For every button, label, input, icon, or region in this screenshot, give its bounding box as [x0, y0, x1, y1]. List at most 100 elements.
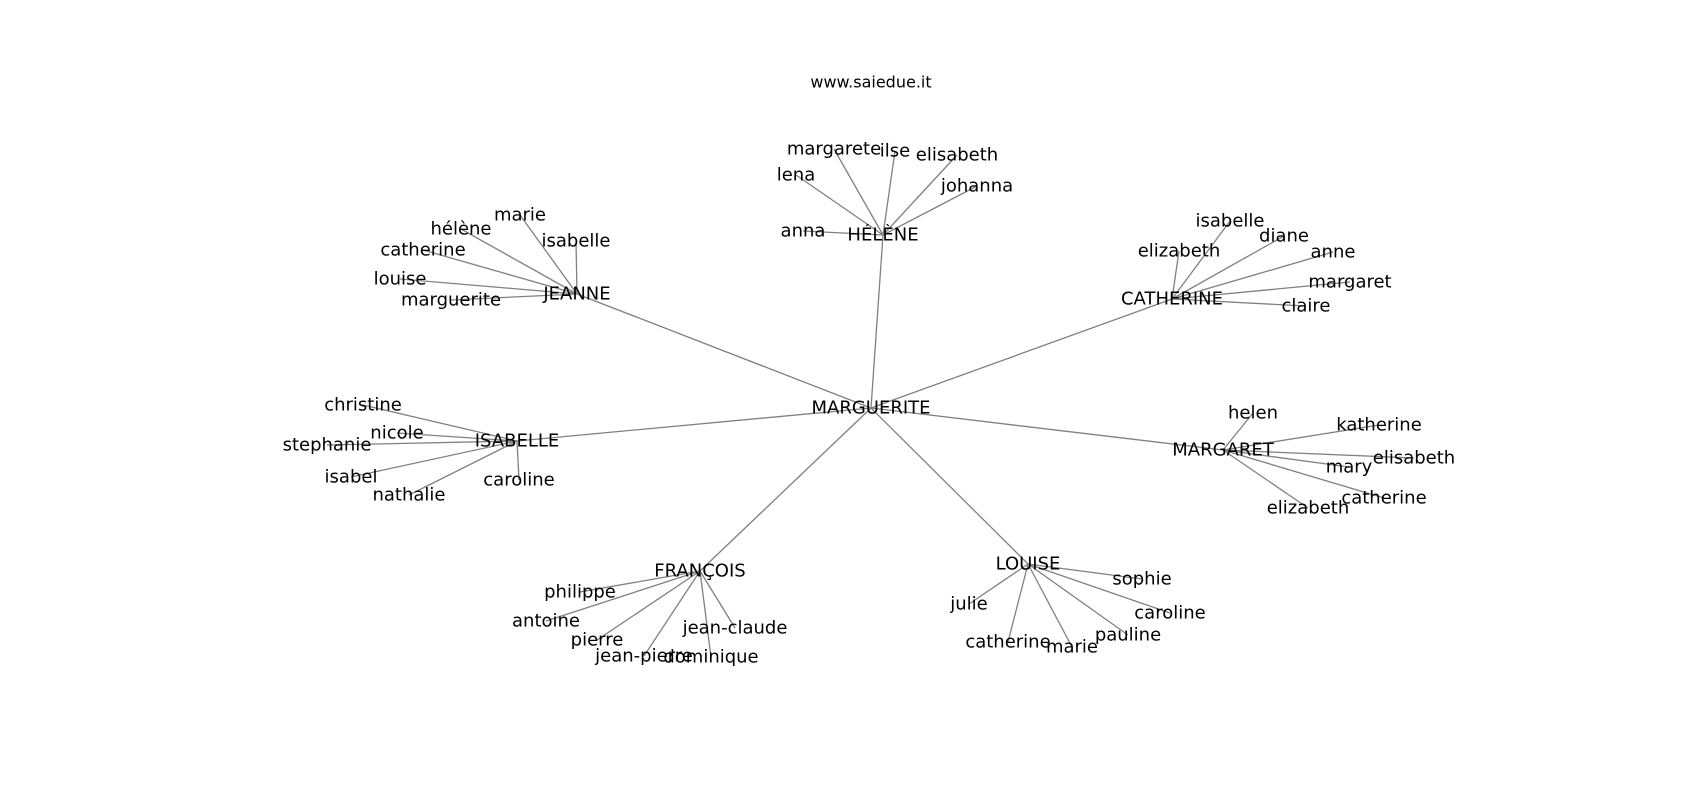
leaf-node-louise-marie: marie	[1046, 637, 1098, 658]
leaf-node-jeanne-marie: marie	[494, 205, 546, 226]
edge-jeanne-catherine	[422, 249, 578, 295]
edge-helene-margarete	[833, 148, 884, 236]
leaf-node-francois-dominique: dominique	[663, 647, 758, 668]
hub-node-margaret: MARGARET	[1172, 440, 1274, 461]
edge-root-louise	[870, 407, 1029, 565]
edge-jeanne-louise	[399, 278, 578, 295]
leaf-node-francois-antoine: antoine	[512, 611, 580, 632]
edge-root-margaret	[870, 407, 1224, 451]
site-label: www.saiedue.it	[810, 73, 931, 92]
leaf-node-isabelle-stephanie: stephanie	[283, 435, 372, 456]
edge-louise-sophie	[1027, 563, 1143, 580]
edge-isabelle-isabel	[350, 440, 518, 478]
leaf-node-catherine-anne: anne	[1311, 242, 1356, 263]
hub-node-jeanne: JEANNE	[542, 284, 610, 305]
leaf-node-isabelle-caroline: caroline	[483, 470, 554, 491]
edge-helene-ilse	[882, 150, 896, 236]
hub-node-louise: LOUISE	[996, 554, 1061, 575]
edge-francois-jean-pierre	[643, 570, 701, 657]
edge-louise-pauline	[1027, 563, 1129, 636]
leaf-node-louise-sophie: sophie	[1112, 569, 1171, 590]
edge-root-francois	[699, 407, 872, 572]
leaf-node-helene-lena: lena	[777, 165, 816, 186]
leaf-node-francois-jean-claude: jean-claude	[682, 618, 788, 639]
edge-jeanne-marguerite	[450, 293, 578, 301]
edge-margaret-mary	[1222, 449, 1350, 468]
leaf-node-isabelle-nathalie: nathalie	[372, 485, 445, 506]
leaf-node-francois-jean-pierre: jean-pierre	[594, 646, 693, 667]
edge-margaret-elisabeth	[1222, 449, 1415, 459]
edge-catherine-anne	[1171, 251, 1334, 300]
edge-jeanne-helene	[460, 228, 578, 295]
edge-isabelle-christine	[362, 404, 518, 442]
edge-helene-elisabeth	[882, 154, 958, 236]
leaf-node-jeanne-helene: hélène	[430, 219, 491, 240]
edge-isabelle-stephanie	[326, 440, 518, 446]
edge-margaret-catherine	[1222, 449, 1385, 499]
leaf-node-helene-elisabeth: elisabeth	[916, 145, 998, 166]
leaf-node-margaret-elisabeth: elisabeth	[1373, 448, 1455, 469]
leaf-node-helene-ilse: ilse	[880, 141, 910, 162]
leaf-node-helene-johanna: johanna	[940, 176, 1013, 197]
edge-helene-anna	[802, 230, 884, 236]
edge-catherine-isabelle	[1171, 220, 1231, 300]
edge-francois-philippe	[579, 570, 701, 593]
edge-francois-pierre	[596, 570, 701, 641]
edge-louise-julie	[968, 563, 1029, 605]
edge-isabelle-nicole	[396, 432, 518, 442]
edge-root-helene	[870, 234, 884, 409]
edge-catherine-elizabeth	[1171, 250, 1180, 300]
leaf-node-catherine-margaret: margaret	[1308, 272, 1391, 293]
leaf-node-louise-pauline: pauline	[1095, 625, 1161, 646]
root-node-label: MARGUERITE	[811, 398, 930, 419]
edge-louise-caroline	[1027, 563, 1171, 614]
edge-francois-dominique	[699, 570, 712, 658]
leaf-node-catherine-diane: diane	[1259, 226, 1309, 247]
edge-isabelle-caroline	[516, 440, 520, 481]
edge-root-jeanne	[576, 293, 872, 409]
edge-margaret-helen	[1222, 412, 1254, 451]
hub-node-francois: FRANÇOIS	[654, 561, 745, 582]
edge-catherine-diane	[1171, 235, 1285, 300]
edge-jeanne-isabelle	[575, 240, 578, 295]
hub-node-helene: HÉLÈNE	[847, 224, 918, 246]
edge-louise-marie	[1027, 563, 1073, 648]
edge-root-catherine	[870, 298, 1173, 409]
edge-helene-johanna	[882, 185, 978, 236]
edge-francois-antoine	[545, 570, 701, 622]
leaf-node-isabelle-christine: christine	[324, 395, 402, 416]
leaf-node-catherine-isabelle: isabelle	[1196, 211, 1265, 232]
leaf-node-jeanne-isabelle: isabelle	[542, 231, 611, 252]
leaf-node-francois-philippe: philippe	[544, 582, 616, 603]
edge-jeanne-marie	[519, 214, 578, 295]
leaf-node-francois-pierre: pierre	[571, 630, 624, 651]
leaf-node-isabelle-isabel: isabel	[325, 467, 378, 488]
hub-node-catherine: CATHERINE	[1121, 289, 1223, 310]
edge-louise-catherine	[1007, 563, 1029, 643]
leaf-node-margaret-katherine: katherine	[1336, 415, 1422, 436]
leaf-node-margaret-catherine: catherine	[1341, 488, 1426, 509]
leaf-node-louise-caroline: caroline	[1134, 603, 1205, 624]
leaf-node-isabelle-nicole: nicole	[370, 423, 423, 444]
hub-node-isabelle: ISABELLE	[475, 431, 560, 452]
edge-helene-lena	[795, 174, 884, 236]
edge-margaret-katherine	[1222, 424, 1380, 451]
leaf-node-jeanne-louise: louise	[374, 269, 427, 290]
edge-francois-jean-claude	[699, 570, 736, 629]
edge-catherine-margaret	[1171, 281, 1351, 300]
leaf-node-louise-catherine: catherine	[965, 632, 1050, 653]
edge-margaret-elizabeth	[1222, 449, 1309, 509]
leaf-node-margaret-helen: helen	[1228, 403, 1278, 424]
edges-layer	[326, 148, 1415, 658]
leaf-node-louise-julie: julie	[949, 594, 988, 615]
leaf-node-jeanne-catherine: catherine	[380, 240, 465, 261]
edge-catherine-claire	[1171, 298, 1307, 307]
leaf-node-catherine-claire: claire	[1281, 296, 1330, 317]
labels-layer: www.saiedue.it MARGUERITE HÉLÈNEannalena…	[283, 73, 1456, 668]
leaf-node-catherine-elizabeth: elizabeth	[1138, 241, 1221, 262]
leaf-node-jeanne-marguerite: marguerite	[401, 290, 501, 311]
edge-root-isabelle	[516, 407, 872, 442]
edge-isabelle-nathalie	[408, 440, 518, 496]
leaf-node-margaret-elizabeth: elizabeth	[1267, 498, 1350, 519]
